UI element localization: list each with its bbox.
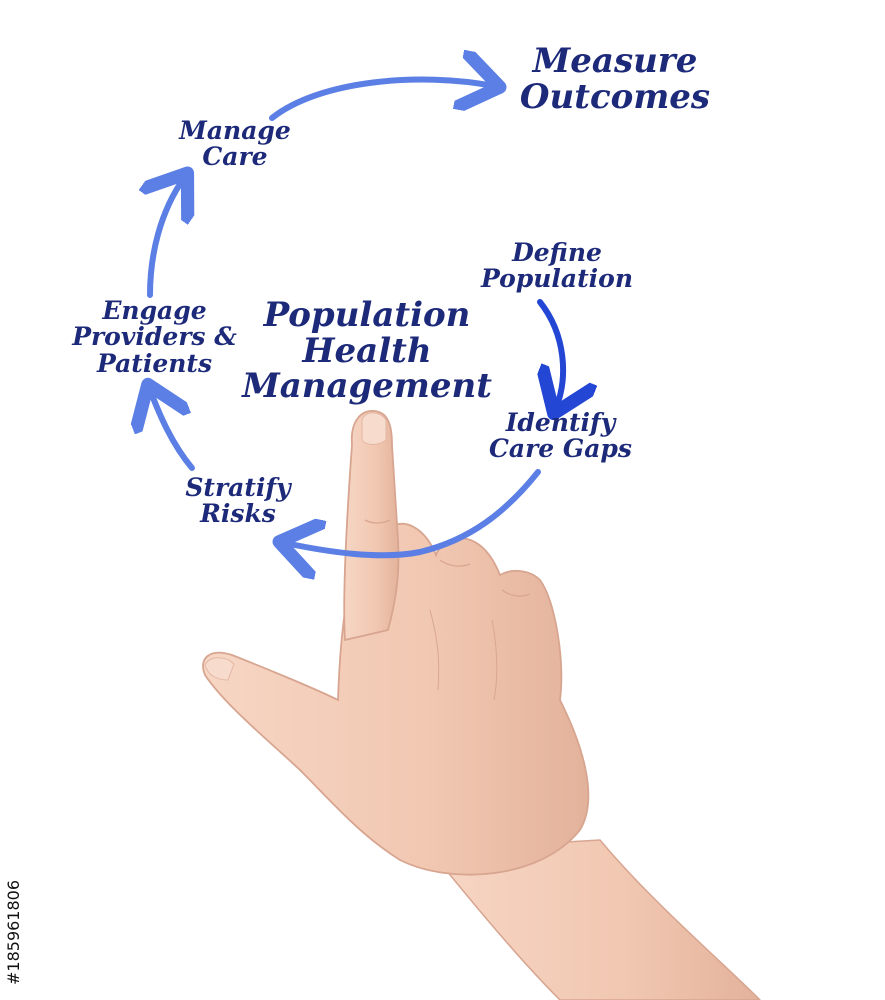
step-define-population-line-2: Population [462, 266, 652, 292]
measure-outcomes-line-2: Outcomes [505, 80, 725, 116]
step-manage-care-line-2: Care [160, 144, 310, 170]
measure-outcomes-label: Measure Outcomes [505, 44, 725, 115]
step-manage-care: Manage Care [160, 118, 310, 171]
step-identify-care-gaps: Identify Care Gaps [478, 410, 643, 463]
step-stratify-risks: Stratify Risks [170, 475, 306, 528]
stock-image-id: #185961806 [4, 880, 23, 985]
step-engage-line-1: Engage [62, 298, 247, 324]
step-manage-care-line-1: Manage [160, 118, 310, 144]
step-define-population: Define Population [462, 240, 652, 293]
center-title-line-3: Management [232, 369, 502, 405]
center-title-line-2: Health [232, 334, 502, 370]
step-engage-line-3: Patients [62, 351, 247, 377]
step-define-population-line-1: Define [462, 240, 652, 266]
step-engage-providers-patients: Engage Providers & Patients [62, 298, 247, 377]
step-stratify-line-2: Risks [170, 501, 306, 527]
step-identify-line-1: Identify [478, 410, 643, 436]
center-title-line-1: Population [232, 298, 502, 334]
step-engage-line-2: Providers & [62, 324, 247, 350]
center-title: Population Health Management [232, 298, 502, 405]
step-identify-line-2: Care Gaps [478, 436, 643, 462]
step-stratify-line-1: Stratify [170, 475, 306, 501]
measure-outcomes-line-1: Measure [505, 44, 725, 80]
